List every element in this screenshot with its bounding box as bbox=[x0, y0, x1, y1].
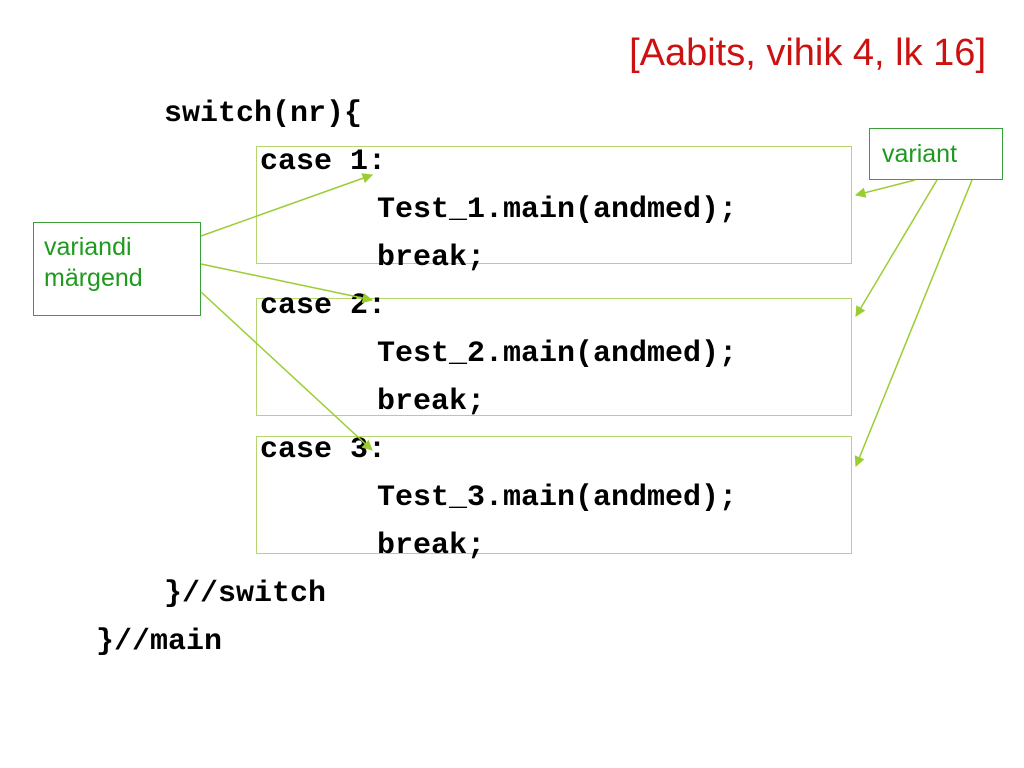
code-case-2-call: Test_2.main(andmed); bbox=[377, 337, 738, 371]
variandi-margend-label-box: variandi märgend bbox=[33, 222, 201, 316]
code-case-3-break: break; bbox=[377, 529, 486, 563]
code-case-2-break: break; bbox=[377, 385, 486, 419]
slide-title: [Aabits, vihik 4, lk 16] bbox=[629, 32, 986, 74]
arrow-to-case-3 bbox=[200, 291, 373, 451]
arrow-variant-to-box-1 bbox=[854, 179, 916, 198]
arrow-variant-to-box-3 bbox=[854, 179, 973, 467]
variandi-label-line2: märgend bbox=[44, 263, 143, 292]
code-switch-open: switch(nr){ bbox=[164, 97, 363, 131]
code-block: switch(nr){ case 1: Test_1.main(andmed);… bbox=[0, 0, 737, 657]
code-case-1-label: case 1: bbox=[260, 145, 387, 179]
code-case-3-label: case 3: bbox=[260, 433, 387, 467]
case-3-box bbox=[256, 436, 852, 554]
case-1-box bbox=[256, 146, 852, 264]
variant-label-box: variant bbox=[869, 128, 1003, 180]
variandi-label-line1: variandi bbox=[44, 233, 132, 261]
variant-label: variant bbox=[882, 140, 958, 168]
arrow-to-case-1 bbox=[200, 173, 373, 237]
arrow-variant-to-box-2 bbox=[855, 179, 938, 317]
code-case-1-break: break; bbox=[377, 241, 486, 275]
code-case-1-call: Test_1.main(andmed); bbox=[377, 193, 738, 227]
code-case-3-call: Test_3.main(andmed); bbox=[377, 481, 738, 515]
arrow-to-case-2 bbox=[200, 263, 374, 304]
code-main-close: }//main bbox=[96, 625, 223, 659]
code-switch-close: }//switch bbox=[164, 577, 327, 611]
case-2-box bbox=[256, 298, 852, 416]
